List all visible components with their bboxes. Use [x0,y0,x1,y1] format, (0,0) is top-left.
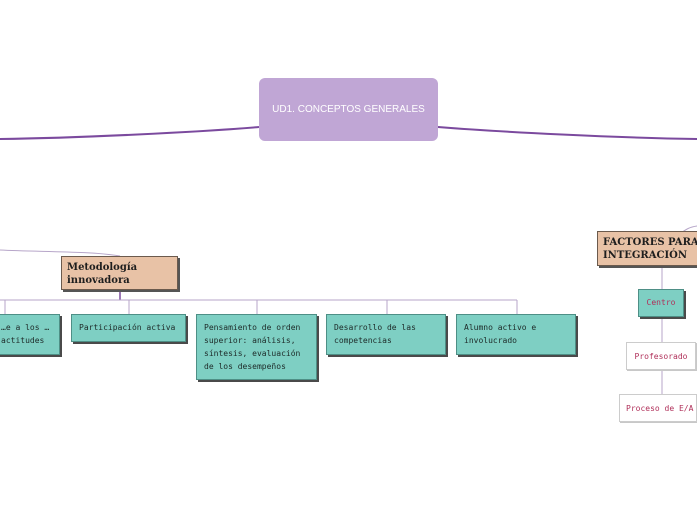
metodologia-child-2-label: Participación activa [79,323,176,332]
factores-child-profesorado-label: Profesorado [634,351,688,361]
factores-child-proceso-label: Proceso de E/A [626,403,694,413]
metodologia-child-3[interactable]: Pensamiento de orden superior: análisis,… [196,314,317,380]
branch-to-metodologia [0,249,121,257]
factores-child-centro-label: Centro [646,298,676,307]
metodologia-label: Metodología innovadora [67,262,138,286]
factores-child-centro[interactable]: Centro [638,289,684,317]
metodologia-child-1[interactable]: …e a los …actitudes [0,314,60,355]
metodologia-child-5[interactable]: Alumno activo e involucrado [456,314,576,355]
factores-node[interactable]: FACTORES PARA INTEGRACIÓN [597,231,697,266]
factores-label: FACTORES PARA INTEGRACIÓN [603,237,697,261]
metodologia-node[interactable]: Metodología innovadora [61,256,178,290]
metodologia-child-5-label: Alumno activo e involucrado [464,323,537,345]
metodologia-child-3-label: Pensamiento de orden superior: análisis,… [204,323,301,371]
main-branch-right [437,126,697,140]
metodologia-child-4[interactable]: Desarrollo de las competencias [326,314,446,355]
main-branch-left [0,126,260,140]
factores-child-profesorado[interactable]: Profesorado [626,342,696,370]
metodologia-child-1-label: …e a los …actitudes [1,323,50,345]
metodologia-child-4-label: Desarrollo de las competencias [334,323,416,345]
central-topic[interactable]: UD1. CONCEPTOS GENERALES [259,78,438,141]
factores-child-proceso[interactable]: Proceso de E/A [619,394,697,422]
metodologia-child-2[interactable]: Participación activa [71,314,186,342]
central-topic-label: UD1. CONCEPTOS GENERALES [272,104,425,115]
